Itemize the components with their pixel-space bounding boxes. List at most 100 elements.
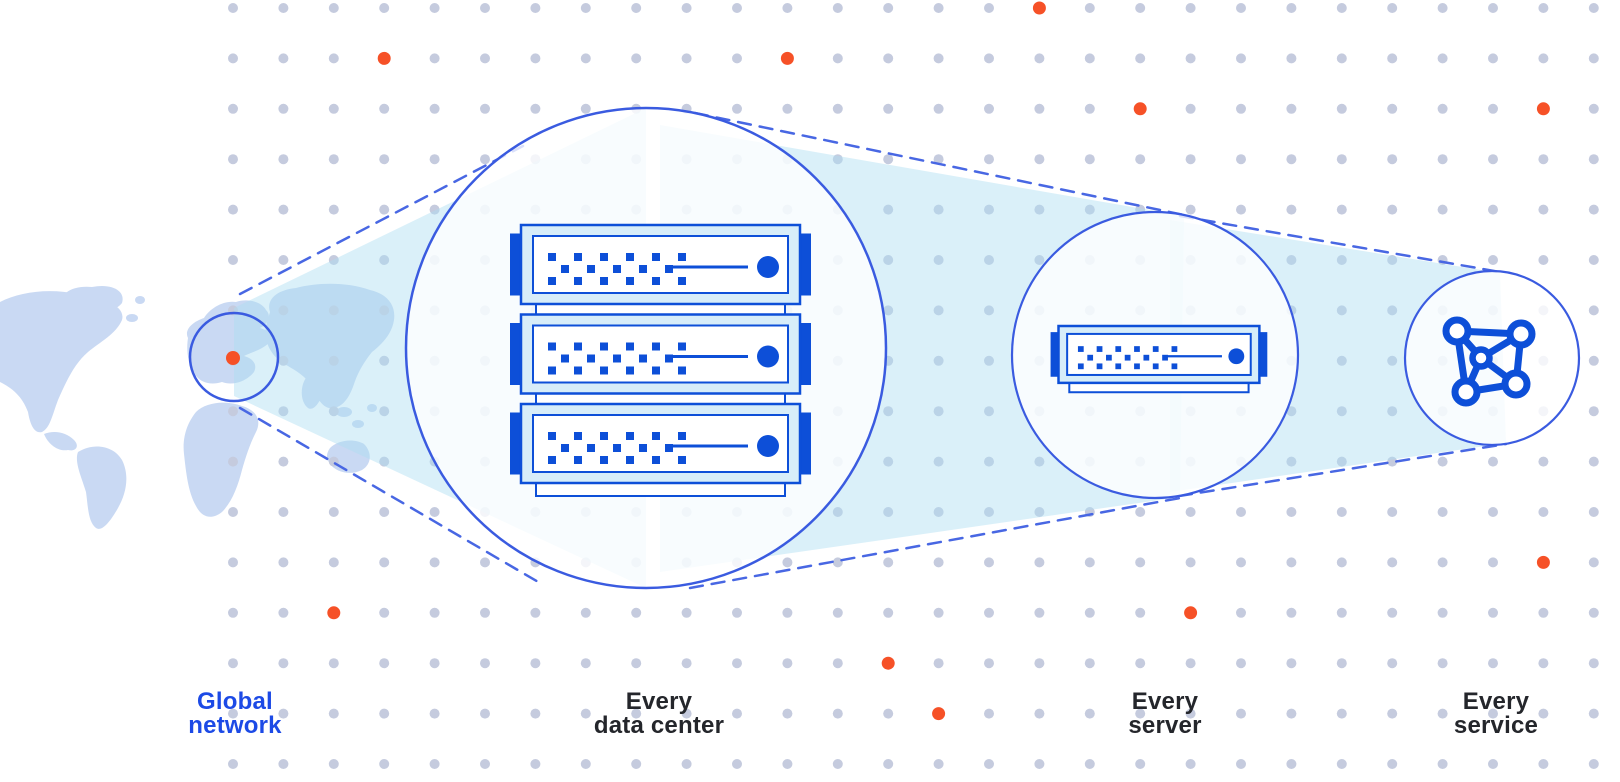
grid-dot [1135, 557, 1146, 568]
grid-dot [530, 759, 541, 769]
grid-dot [429, 3, 440, 13]
grid-dot [379, 355, 390, 366]
label-every-service: Every service [1454, 690, 1538, 738]
grid-dot [681, 658, 692, 669]
grid-dot [984, 708, 994, 719]
grid-dot [1084, 103, 1095, 114]
vent-square [1152, 363, 1159, 370]
grid-dot [1588, 708, 1599, 719]
server-unit [510, 402, 811, 497]
grid-dot [1034, 507, 1045, 517]
grid-dot [1286, 255, 1297, 265]
label-line: Every [1462, 688, 1530, 715]
grid-dot [984, 607, 994, 618]
label-every-server: Every server [1128, 690, 1201, 738]
orange-accent-dot [881, 656, 895, 670]
vent-square [600, 277, 608, 285]
grid-dot [883, 557, 894, 568]
server-ear-left [510, 233, 522, 296]
grid-dot [1588, 759, 1599, 769]
grid-dot [1488, 154, 1498, 165]
grid-dot [379, 406, 390, 417]
vent-square [548, 253, 556, 261]
vent-square [587, 265, 595, 273]
grid-dot [732, 708, 742, 719]
grid-dot [1538, 3, 1549, 13]
grid-dot [1236, 103, 1246, 114]
grid-dot [379, 154, 390, 165]
grid-dot [933, 607, 944, 618]
grid-dot [1135, 53, 1146, 64]
grid-dot [1135, 759, 1146, 769]
grid-dot [228, 406, 238, 417]
grid-dot [1588, 305, 1599, 316]
island-shape [126, 314, 138, 322]
grid-dot [1387, 406, 1398, 417]
grid-dot [1135, 507, 1146, 517]
server-power-dot [757, 256, 779, 278]
vent-square [1134, 346, 1140, 352]
grid-dot [1488, 708, 1498, 719]
vent-square [678, 277, 686, 285]
world-map [0, 283, 395, 529]
vent-square [665, 444, 673, 452]
server-power-dot [757, 435, 779, 457]
grid-dot [379, 204, 390, 215]
server-ear-right [799, 323, 811, 385]
vent-square [1087, 354, 1094, 361]
server-panel [532, 324, 789, 384]
grid-dot [1286, 406, 1297, 417]
grid-dot [1034, 154, 1045, 165]
grid-dot [278, 103, 289, 114]
vent-square [639, 265, 647, 273]
grid-dot [1185, 3, 1196, 13]
grid-dot [379, 759, 390, 769]
grid-dot [379, 507, 390, 517]
grid-dot [1488, 103, 1498, 114]
grid-dot [1387, 607, 1398, 618]
dashed-tangent-line [688, 496, 1182, 590]
grid-dot [681, 607, 692, 618]
vent-square [665, 354, 673, 363]
grid-dot [1437, 103, 1448, 114]
grid-dot [228, 103, 238, 114]
grid-dot [782, 3, 793, 13]
grid-dot [1135, 154, 1146, 165]
grid-dot [1437, 557, 1448, 568]
grid-dot [379, 607, 390, 618]
grid-dot [379, 103, 390, 114]
grid-dot [1286, 607, 1297, 618]
grid-dot [1387, 154, 1398, 165]
grid-dot [580, 103, 591, 114]
grid-dot [1387, 255, 1398, 265]
grid-dot [1336, 607, 1347, 618]
mesh-network-icon [1442, 316, 1536, 407]
label-global-network: Global network [188, 690, 281, 738]
vent-square [561, 444, 569, 452]
vent-square [613, 354, 621, 363]
grid-dot [732, 3, 742, 13]
grid-dot [883, 204, 894, 215]
grid-dot [883, 507, 894, 517]
grid-dot [832, 103, 843, 114]
grid-dot [1387, 103, 1398, 114]
grid-dot [1588, 507, 1599, 517]
grid-dot [278, 557, 289, 568]
grid-dot [832, 607, 843, 618]
vent-square [574, 342, 582, 351]
grid-dot [228, 204, 238, 215]
grid-dot [1034, 103, 1045, 114]
vent-square [678, 456, 686, 464]
orange-accent-dot [377, 51, 391, 65]
mesh-node [1442, 316, 1472, 346]
grid-dot [1437, 204, 1448, 215]
grid-dot [681, 53, 692, 64]
grid-dot [984, 557, 994, 568]
grid-dot [782, 708, 793, 719]
vent-square [652, 366, 660, 375]
server-unit [510, 313, 811, 408]
grid-dot [228, 658, 238, 669]
grid-dot [1034, 456, 1045, 467]
grid-dot [984, 103, 994, 114]
